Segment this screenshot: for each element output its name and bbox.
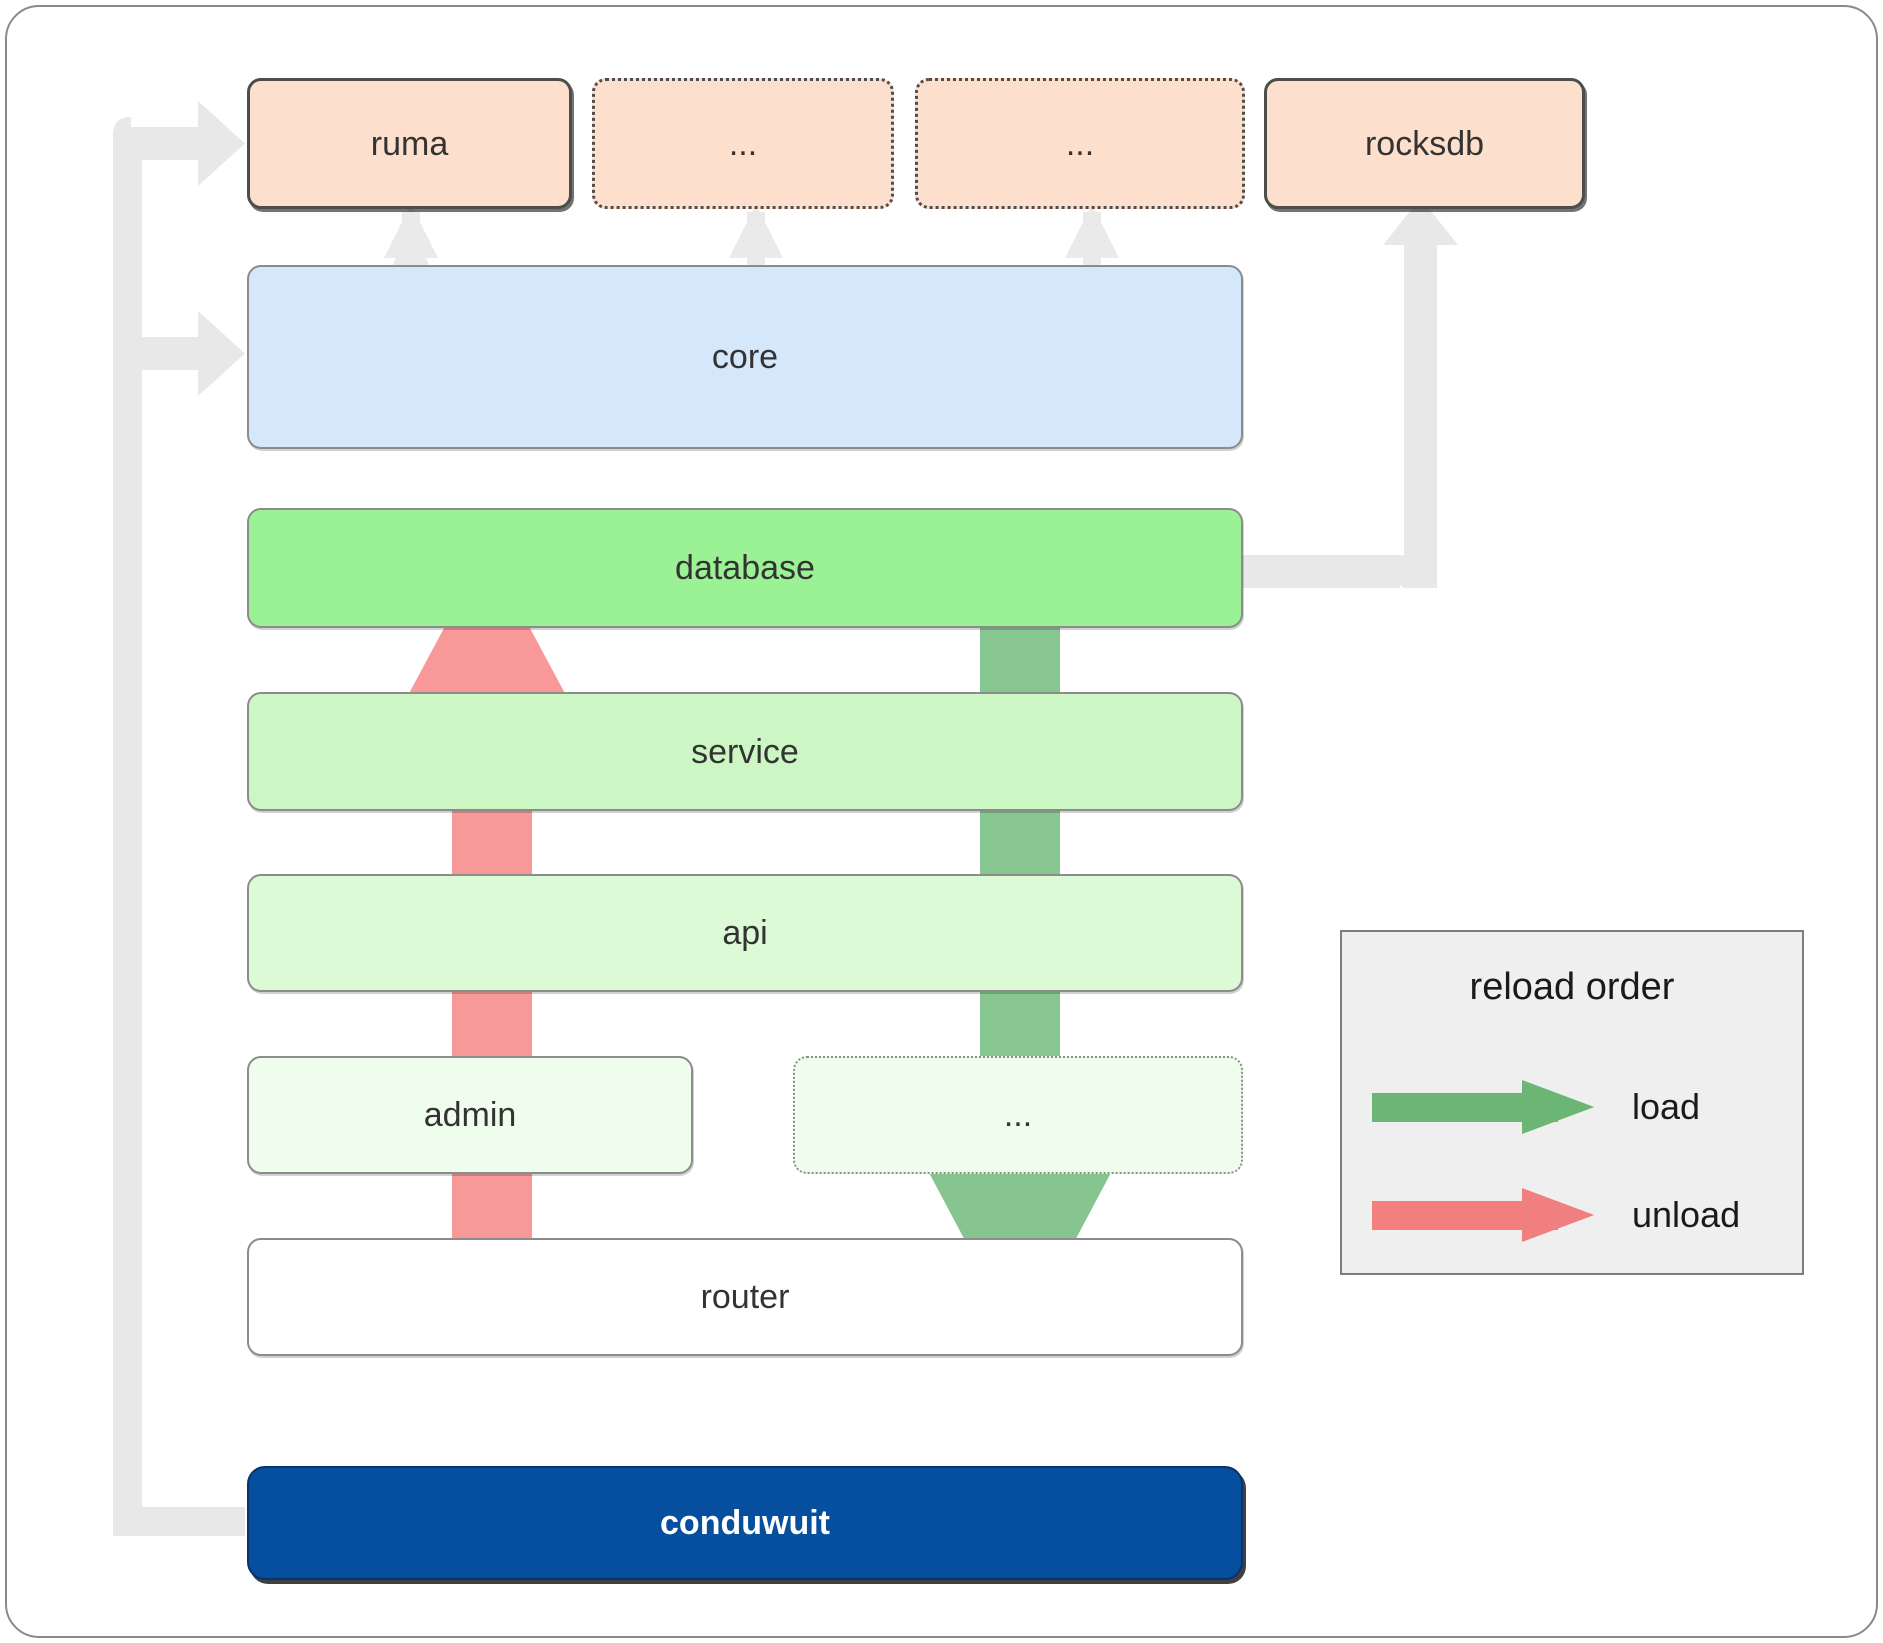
core-label: core <box>711 338 779 376</box>
diagram-frame <box>5 5 1878 1638</box>
legend-label-load: load <box>1632 1086 1701 1127</box>
app-label-conduwuit: conduwuit <box>660 1504 830 1542</box>
dependency-label-rocksdb: rocksdb <box>1364 124 1485 163</box>
tier-label-admin: admin <box>423 1096 517 1134</box>
tier-box-dots[interactable]: ... <box>793 1056 1243 1174</box>
dependency-box-ruma[interactable]: ruma <box>247 78 572 209</box>
tier-label-dots: ... <box>1003 1096 1033 1134</box>
tier-label-database: database <box>675 549 815 587</box>
unload-arrow-icon <box>1372 1188 1594 1242</box>
tier-label-service: service <box>691 732 799 771</box>
legend-label-unload: unload <box>1632 1194 1741 1235</box>
tier-label-api: api <box>722 914 768 952</box>
app-box-conduwuit[interactable]: conduwuit <box>247 1466 1243 1580</box>
tier-box-api[interactable]: api <box>247 874 1243 992</box>
dependency-box-dots-2[interactable]: ... <box>915 78 1245 209</box>
legend-row-unload: unload <box>1342 1175 1802 1255</box>
core-box[interactable]: core <box>247 265 1243 449</box>
dependency-box-dots-1[interactable]: ... <box>592 78 894 209</box>
dependency-label-ruma: ruma <box>370 124 449 163</box>
tier-box-database[interactable]: database <box>247 508 1243 628</box>
legend-row-load: load <box>1342 1067 1802 1147</box>
legend-title: reload order <box>1469 966 1675 1008</box>
tier-box-admin[interactable]: admin <box>247 1056 693 1174</box>
dependency-box-rocksdb[interactable]: rocksdb <box>1264 78 1585 209</box>
tier-box-service[interactable]: service <box>247 692 1243 811</box>
dependency-label-dots-1: ... <box>728 124 758 163</box>
load-arrow-icon <box>1372 1080 1594 1134</box>
tier-box-router[interactable]: router <box>247 1238 1243 1356</box>
dependency-label-dots-2: ... <box>1065 124 1095 163</box>
tier-label-router: router <box>700 1278 790 1316</box>
legend-panel: reload order load unload <box>1340 930 1804 1275</box>
